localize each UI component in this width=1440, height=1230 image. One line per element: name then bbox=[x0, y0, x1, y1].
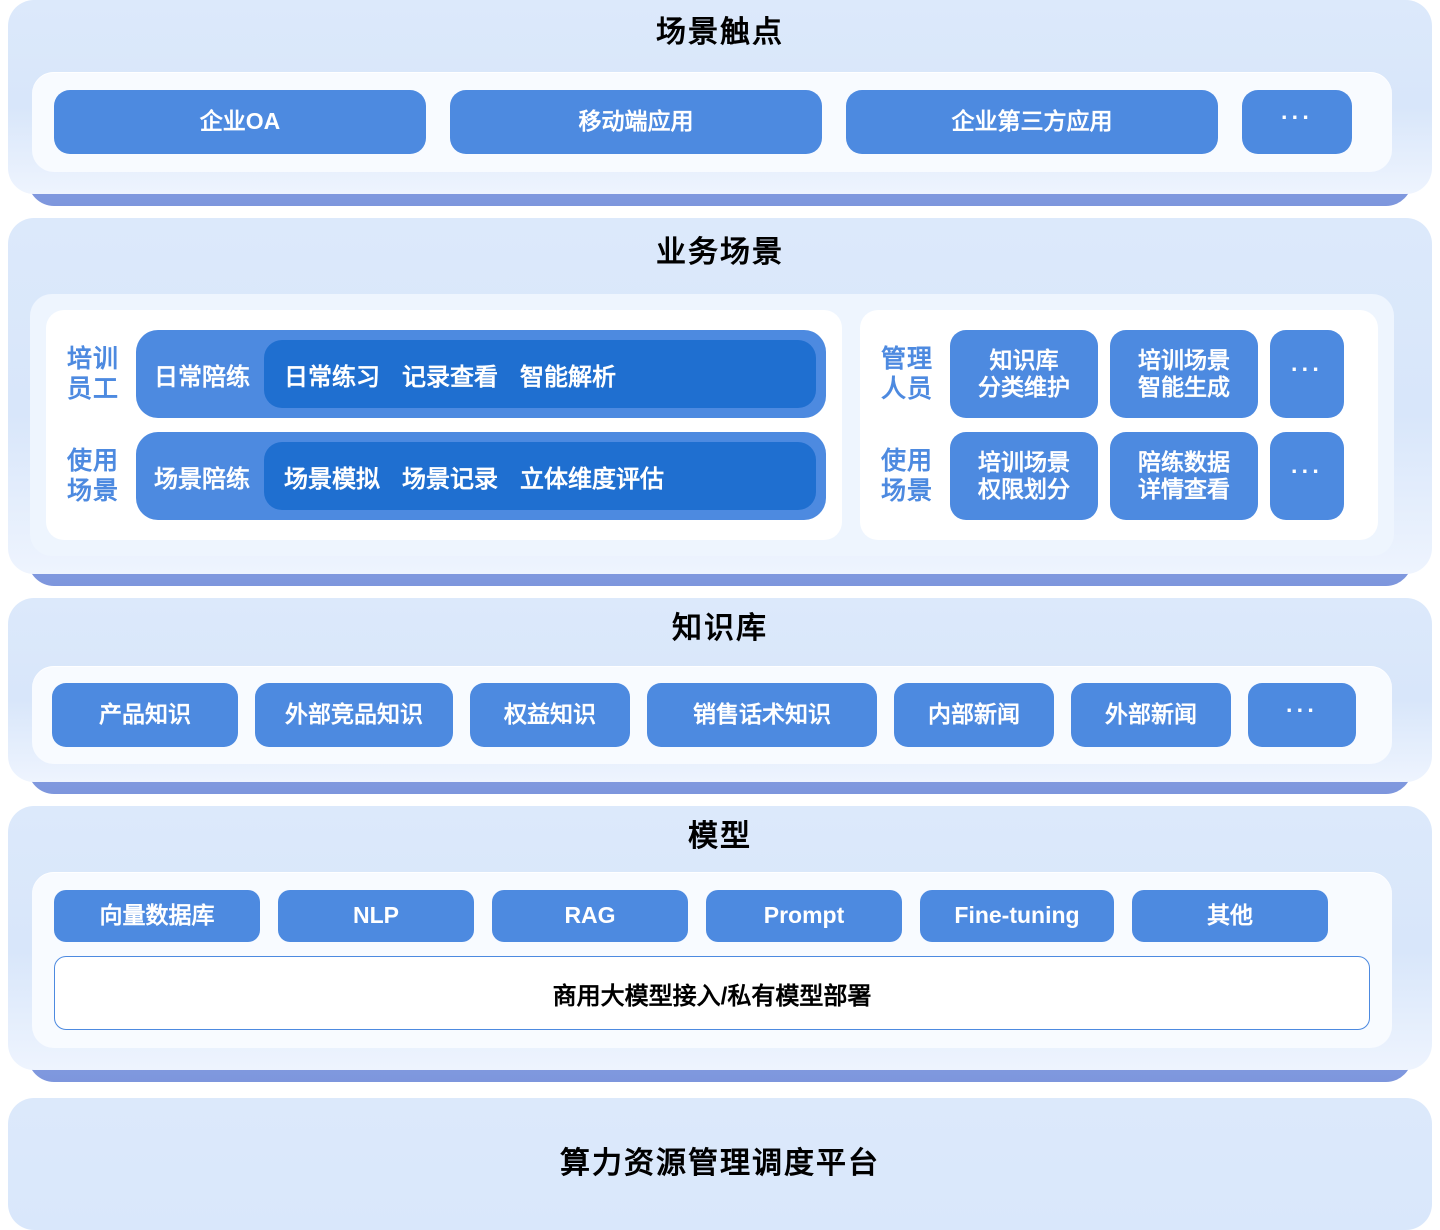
kb-chip-internal-news[interactable]: 内部新闻 bbox=[894, 683, 1054, 747]
touchpoint-chip-mobile-app[interactable]: 移动端应用 bbox=[450, 90, 822, 154]
model-chip-prompt[interactable]: Prompt bbox=[706, 890, 902, 942]
kb-chip-benefits-knowledge[interactable]: 权益知识 bbox=[470, 683, 630, 747]
section-knowledge-base: 知识库 产品知识 外部竞品知识 权益知识 销售话术知识 内部新闻 外部新闻 ··… bbox=[0, 598, 1440, 794]
business-left-row-training: 培训 员工 日常陪练 日常练习 记录查看 智能解析 bbox=[62, 330, 826, 418]
model-card: 向量数据库 NLP RAG Prompt Fine-tuning 其他 商用大模… bbox=[32, 872, 1392, 1048]
business-left-card: 培训 员工 日常陪练 日常练习 记录查看 智能解析 使用 场景 场景陪练 bbox=[46, 310, 842, 540]
touchpoint-chip-enterprise-oa[interactable]: 企业OA bbox=[54, 90, 426, 154]
pill-item-daily-practice[interactable]: 日常练习 bbox=[284, 363, 380, 391]
model-chip-other[interactable]: 其他 bbox=[1132, 890, 1328, 942]
kb-chip-sales-script-knowledge[interactable]: 销售话术知识 bbox=[647, 683, 877, 747]
business-scenarios-wrapper: 培训 员工 日常陪练 日常练习 记录查看 智能解析 使用 场景 场景陪练 bbox=[30, 294, 1394, 556]
section-title-business-scenarios: 业务场景 bbox=[656, 236, 784, 269]
section-title-knowledge-base: 知识库 bbox=[672, 612, 768, 645]
section-title-model: 模型 bbox=[688, 820, 752, 853]
pill-item-scenario-record[interactable]: 场景记录 bbox=[402, 465, 498, 493]
business-right-card: 管理 人员 知识库 分类维护 培训场景 智能生成 ··· 使用 场景 培训场景 … bbox=[860, 310, 1378, 540]
usage-chip-training-scenario-permissions[interactable]: 培训场景 权限划分 bbox=[950, 432, 1098, 520]
model-chip-row: 向量数据库 NLP RAG Prompt Fine-tuning 其他 bbox=[54, 890, 1370, 942]
pill-item-multidimensional-evaluation[interactable]: 立体维度评估 bbox=[520, 465, 664, 493]
section-title-compute-platform: 算力资源管理调度平台 bbox=[560, 1147, 880, 1180]
kb-chip-competitor-knowledge[interactable]: 外部竞品知识 bbox=[255, 683, 453, 747]
usage-chip-coaching-data-detail[interactable]: 陪练数据 详情查看 bbox=[1110, 432, 1258, 520]
knowledge-base-card: 产品知识 外部竞品知识 权益知识 销售话术知识 内部新闻 外部新闻 ··· bbox=[32, 666, 1392, 764]
touchpoint-chip-third-party-app[interactable]: 企业第三方应用 bbox=[846, 90, 1218, 154]
model-chip-nlp[interactable]: NLP bbox=[278, 890, 474, 942]
role-label-usage-scenario-right: 使用 场景 bbox=[880, 446, 933, 506]
business-right-row-admin: 管理 人员 知识库 分类维护 培训场景 智能生成 ··· bbox=[876, 330, 1362, 418]
business-right-row-usage: 使用 场景 培训场景 权限划分 陪练数据 详情查看 ··· bbox=[876, 432, 1362, 520]
section-business-scenarios: 业务场景 培训 员工 日常陪练 日常练习 记录查看 智能解析 bbox=[0, 218, 1440, 586]
pill-inner-items: 日常练习 记录查看 智能解析 bbox=[264, 340, 816, 408]
role-label-admin-staff: 管理 人员 bbox=[880, 344, 933, 404]
role-label-usage-scenario-left: 使用 场景 bbox=[66, 446, 119, 506]
kb-chip-more[interactable]: ··· bbox=[1248, 683, 1356, 747]
pill-head-label: 场景陪练 bbox=[154, 465, 250, 493]
model-chip-rag[interactable]: RAG bbox=[492, 890, 688, 942]
section-face: 算力资源管理调度平台 bbox=[8, 1098, 1432, 1230]
pill-inner-items: 场景模拟 场景记录 立体维度评估 bbox=[264, 442, 816, 510]
section-title-touchpoints: 场景触点 bbox=[656, 16, 784, 49]
section-compute-platform: 算力资源管理调度平台 bbox=[0, 1098, 1440, 1230]
touchpoint-chip-more[interactable]: ··· bbox=[1242, 90, 1352, 154]
pill-item-smart-analysis[interactable]: 智能解析 bbox=[520, 363, 616, 391]
pill-item-scenario-simulation[interactable]: 场景模拟 bbox=[284, 465, 380, 493]
role-label-training-employee: 培训 员工 bbox=[66, 344, 119, 404]
model-chip-fine-tuning[interactable]: Fine-tuning bbox=[920, 890, 1114, 942]
admin-chip-more[interactable]: ··· bbox=[1270, 330, 1344, 418]
section-touchpoints: 场景触点 企业OA 移动端应用 企业第三方应用 ··· bbox=[0, 0, 1440, 206]
business-left-row-usage: 使用 场景 场景陪练 场景模拟 场景记录 立体维度评估 bbox=[62, 432, 826, 520]
usage-chip-more[interactable]: ··· bbox=[1270, 432, 1344, 520]
model-chip-vector-database[interactable]: 向量数据库 bbox=[54, 890, 260, 942]
pill-scenario-coaching[interactable]: 场景陪练 场景模拟 场景记录 立体维度评估 bbox=[136, 432, 826, 520]
touchpoints-card: 企业OA 移动端应用 企业第三方应用 ··· bbox=[32, 72, 1392, 172]
section-model: 模型 向量数据库 NLP RAG Prompt Fine-tuning 其他 商… bbox=[0, 806, 1440, 1082]
kb-chip-external-news[interactable]: 外部新闻 bbox=[1071, 683, 1231, 747]
model-deployment-bar[interactable]: 商用大模型接入/私有模型部署 bbox=[54, 956, 1370, 1030]
admin-chip-kb-category-maintenance[interactable]: 知识库 分类维护 bbox=[950, 330, 1098, 418]
pill-head-label: 日常陪练 bbox=[154, 363, 250, 391]
admin-chip-training-scenario-generation[interactable]: 培训场景 智能生成 bbox=[1110, 330, 1258, 418]
kb-chip-product-knowledge[interactable]: 产品知识 bbox=[52, 683, 238, 747]
pill-item-record-view[interactable]: 记录查看 bbox=[402, 363, 498, 391]
pill-daily-coaching[interactable]: 日常陪练 日常练习 记录查看 智能解析 bbox=[136, 330, 826, 418]
